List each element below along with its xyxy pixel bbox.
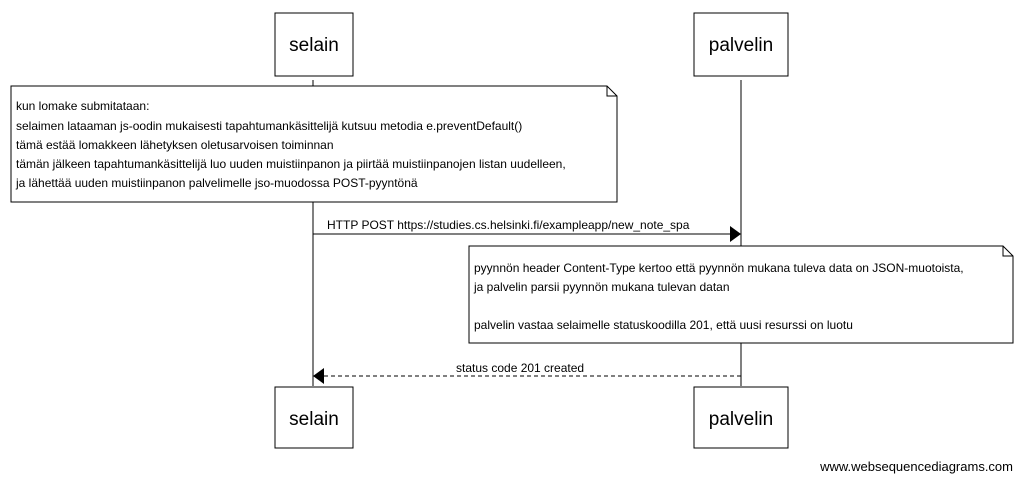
note-server-line-1: pyynnön header Content-Type kertoo että … xyxy=(474,261,964,275)
note-browser-line-4: tämän jälkeen tapahtumankäsittelijä luo … xyxy=(16,157,566,171)
note-server-line-4: palvelin vastaa selaimelle statuskoodill… xyxy=(474,318,853,332)
actor-server-bottom-label: palvelin xyxy=(709,409,773,430)
message-post-request-label: HTTP POST https://studies.cs.helsinki.fi… xyxy=(327,218,690,232)
message-post-request: HTTP POST https://studies.cs.helsinki.fi… xyxy=(313,218,741,242)
actor-browser-top-label: selain xyxy=(289,35,339,56)
actor-server-top: palvelin xyxy=(693,12,789,77)
note-browser-line-3: tämä estää lomakkeen lähetyksen oletusar… xyxy=(16,138,334,152)
note-server: pyynnön header Content-Type kertoo että … xyxy=(468,245,1014,344)
actor-server-top-label: palvelin xyxy=(709,35,773,56)
actor-server-bottom: palvelin xyxy=(693,386,789,449)
actor-browser-top: selain xyxy=(274,12,354,77)
message-response: status code 201 created xyxy=(313,361,741,384)
actor-browser-bottom-label: selain xyxy=(289,409,339,430)
note-server-line-2: ja palvelin parsii pyynnön mukana tuleva… xyxy=(473,280,730,294)
note-browser-line-1: kun lomake submitataan: xyxy=(16,99,149,113)
watermark-link[interactable]: www.websequencediagrams.com xyxy=(819,459,1013,474)
actor-browser-bottom: selain xyxy=(274,386,354,449)
note-browser: kun lomake submitataan: selaimen lataama… xyxy=(10,85,618,203)
note-browser-line-2: selaimen lataaman js-oodin mukaisesti ta… xyxy=(16,119,522,133)
note-browser-line-5: ja lähettää uuden muistiinpanon palvelim… xyxy=(15,176,418,190)
message-response-label: status code 201 created xyxy=(456,361,584,375)
